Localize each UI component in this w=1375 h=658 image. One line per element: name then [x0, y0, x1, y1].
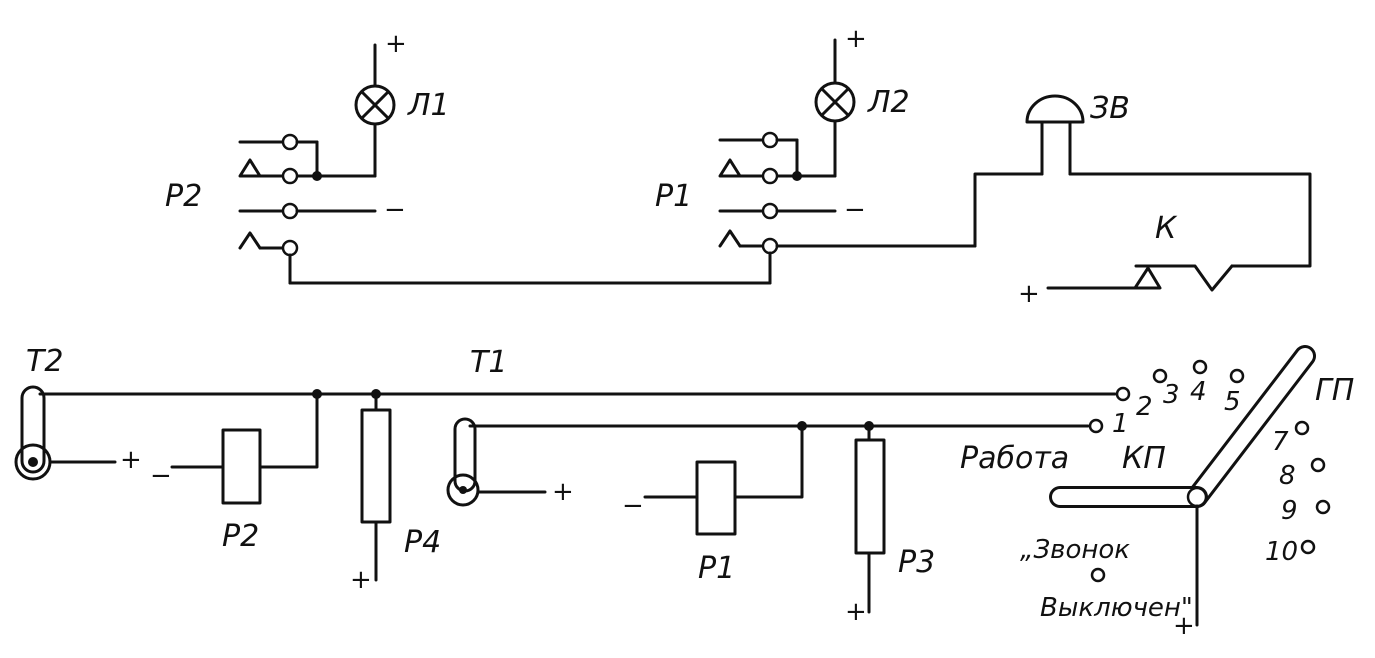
plus-sign: + [1018, 279, 1040, 309]
key-k-label: К [1155, 211, 1178, 246]
minus-sign: − [844, 195, 866, 225]
bell-circuit: ЗВ [775, 91, 1312, 268]
position-1-label: 1 [1112, 409, 1129, 439]
position-10-label: 10 [1265, 537, 1298, 567]
mode-bell-off-label-line1: „Звонок [1020, 535, 1130, 565]
position-5-label: 5 [1224, 387, 1241, 417]
relay-p1-contacts-label: Р1 [655, 179, 692, 214]
switch-kp-label: КП [1122, 441, 1166, 476]
handset-t2-label: Т2 [26, 344, 63, 379]
handset-t1: Т1 [446, 345, 507, 507]
position-8-label: 8 [1279, 461, 1296, 491]
lamp-l1-label: Л1 [407, 88, 450, 123]
relay-p1-contacts: − Р1 [655, 131, 866, 255]
handset-t2: Т2 [14, 344, 63, 481]
lamp-l1-icon [354, 84, 396, 126]
handset-t1-label: Т1 [470, 345, 507, 380]
lamp-l2-icon [814, 81, 856, 123]
relay-p2-contacts-label: Р2 [165, 179, 202, 214]
switch-gp-label: ГП [1315, 373, 1354, 408]
position-2-label: 2 [1136, 392, 1153, 422]
mode-work-label: Работа [960, 441, 1069, 476]
plus-sign: + [385, 29, 407, 59]
plus-sign: + [845, 597, 867, 627]
lamp-l1-circuit: + Л1 [293, 29, 450, 178]
lamp-l2-circuit: + Л2 [773, 24, 910, 178]
relay-p2-coil-label: Р2 [222, 519, 259, 554]
relay-p3-label: Р3 [898, 545, 935, 580]
rotary-switch: 1 2 3 4 5 7 8 9 10 + ГП КП Работа „Звоно… [960, 345, 1354, 641]
relay-p3-coil: + Р3 [845, 421, 935, 627]
relay-p4-coil: + Р4 [350, 389, 441, 595]
switch-handle-gp [1186, 345, 1316, 508]
position-4-label: 4 [1190, 377, 1207, 407]
relay-p1-coil-label: Р1 [698, 551, 735, 586]
plus-sign: + [845, 24, 867, 54]
minus-sign: − [622, 491, 644, 521]
minus-sign: − [150, 461, 172, 491]
plus-sign: + [1173, 611, 1195, 641]
mode-bell-off-label-line2: Выключен" [1040, 593, 1193, 623]
relay-p1-coil: − Р1 [622, 421, 807, 586]
minus-sign: − [384, 195, 406, 225]
bell-icon [1025, 94, 1085, 176]
plus-sign: + [120, 445, 142, 475]
relay-p4-label: Р4 [404, 525, 441, 560]
plus-sign: + [552, 477, 574, 507]
position-3-label: 3 [1163, 380, 1180, 410]
bell-label: ЗВ [1090, 91, 1130, 126]
position-9-label: 9 [1281, 496, 1298, 526]
lamp-l2-label: Л2 [867, 85, 910, 120]
relay-p2-coil: − Р2 [150, 389, 322, 554]
position-7-label: 7 [1272, 427, 1289, 457]
plus-sign: + [350, 565, 372, 595]
relay-p2-contacts: − Р2 [165, 133, 406, 285]
key-k: + К [1018, 211, 1234, 309]
